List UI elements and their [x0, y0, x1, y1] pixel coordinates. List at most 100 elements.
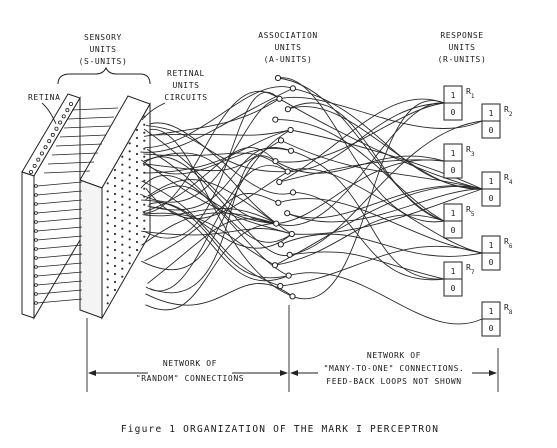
sensory-cell: [106, 222, 109, 225]
many-to-one-wire: [287, 102, 445, 173]
many-to-one-wire: [289, 251, 445, 280]
sensory-cell: [143, 139, 146, 142]
association-label-line3: (A-UNITS): [264, 55, 313, 64]
association-label: ASSOCIATION UNITS (A-UNITS): [258, 31, 317, 64]
many-to-one-wire: [287, 185, 483, 219]
response-box-top: 1: [489, 109, 494, 118]
retinal-label-line2: UNITS: [172, 81, 199, 90]
sensory-cell: [121, 163, 124, 166]
sensory-cell: [121, 179, 124, 182]
sensory-cell: [106, 182, 109, 185]
sensory-cell: [143, 179, 146, 182]
retinal-circuits-label: RETINAL UNITS CIRCUITS: [141, 69, 207, 121]
response-box-top: 1: [489, 241, 494, 250]
sensory-cell: [113, 224, 117, 228]
sensory-cell: [128, 246, 131, 249]
random-wire: [145, 283, 293, 306]
retina-wire: [51, 152, 99, 156]
association-unit-node: [272, 116, 279, 123]
response-unit-label: R5: [466, 205, 475, 218]
many-to-one-wire: [279, 98, 445, 183]
random-wire: [141, 180, 281, 287]
sensory-panel: [79, 95, 151, 320]
sensory-cell: [113, 216, 117, 220]
many-to-one-wire: [274, 185, 483, 266]
many-to-one-wire: [279, 98, 483, 190]
random-wire: [142, 156, 290, 256]
retina-cell: [36, 157, 41, 162]
retina-cell: [34, 274, 38, 278]
retina-cell: [47, 139, 52, 144]
retina-cell: [39, 151, 44, 156]
sensory-cell: [106, 214, 109, 217]
random-wire: [145, 125, 288, 173]
response-box-bottom: 0: [489, 194, 494, 203]
association-unit-node: [275, 199, 282, 206]
many-to-one-wire: [292, 100, 445, 300]
many-to-one-wire: [276, 159, 445, 225]
random-wire: [149, 129, 291, 136]
retina-wire: [71, 107, 119, 111]
retina-wire: [36, 262, 83, 268]
random-wire: [147, 179, 277, 224]
random-wire: [140, 87, 294, 153]
network-random-line1: NETWORK OF: [163, 359, 217, 368]
retina-cell: [34, 301, 38, 305]
random-connection-wires: [140, 86, 294, 311]
association-unit-node: [271, 262, 279, 269]
sensory-cell: [143, 123, 146, 126]
response-unit-label: R4: [504, 173, 513, 186]
response-label: RESPONSE UNITS (R-UNITS): [438, 31, 486, 64]
response-unit-label: R6: [504, 237, 513, 250]
sensory-label-line2: UNITS: [89, 45, 116, 54]
retina-cell: [58, 120, 63, 125]
sensory-cell: [128, 190, 131, 193]
retina-cell: [28, 169, 33, 174]
sensory-cell: [143, 131, 146, 134]
association-unit-node: [274, 74, 282, 82]
sensory-cell: [121, 251, 124, 254]
sensory-cell: [121, 275, 124, 278]
retina-cell: [34, 283, 38, 287]
random-wire: [149, 122, 294, 195]
association-unit-node: [288, 230, 295, 238]
retina-cell: [69, 102, 74, 107]
many-to-one-wire: [279, 159, 445, 183]
retina-wire: [36, 208, 83, 214]
sensory-cell: [135, 128, 139, 132]
retinal-pointer: [141, 102, 166, 121]
association-unit-node: [289, 85, 296, 92]
association-unit-node: [277, 241, 284, 248]
retina-cell: [34, 193, 38, 197]
retina-wire: [36, 199, 83, 205]
retina-cell: [34, 265, 38, 269]
sensory-cell: [128, 150, 131, 153]
sensory-label-line3: (S-UNITS): [79, 57, 128, 66]
retina-wire: [36, 298, 83, 304]
sensory-cell: [106, 198, 109, 201]
association-unit-node: [272, 158, 279, 165]
sensory-cell: [106, 254, 109, 257]
sensory-cell: [143, 155, 146, 158]
sensory-cell: [128, 174, 131, 177]
retina-pointer: [41, 102, 57, 125]
retina-wire: [63, 125, 111, 129]
many-to-one-wires: [274, 77, 483, 325]
random-wire: [141, 212, 277, 246]
sensory-cell: [128, 142, 131, 145]
sensory-cell: [113, 240, 117, 244]
sensory-cell: [121, 235, 124, 238]
many-to-one-wire: [275, 119, 445, 222]
random-wire: [147, 140, 282, 172]
response-box-bottom: 0: [489, 126, 494, 135]
retina-wire: [36, 253, 83, 259]
sensory-cell: [143, 163, 146, 166]
random-wire: [143, 152, 293, 235]
random-wire: [147, 218, 277, 284]
response-box-top: 1: [489, 307, 494, 316]
random-wire: [142, 147, 276, 213]
response-unit-label: R1: [466, 87, 475, 100]
sensory-cell: [113, 272, 117, 276]
